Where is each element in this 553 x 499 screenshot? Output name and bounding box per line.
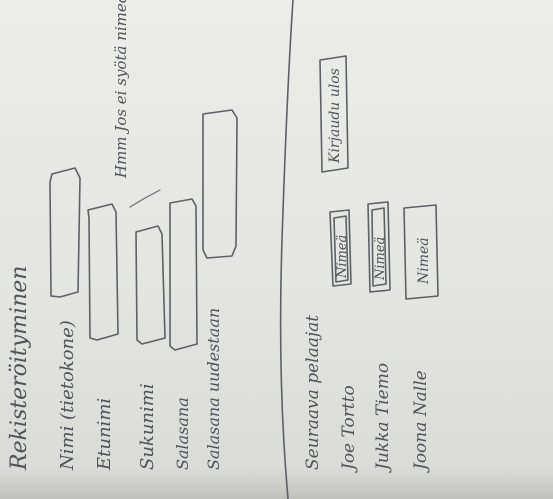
name-button[interactable] (367, 201, 391, 293)
password-again-input[interactable] (202, 109, 238, 259)
name-button-label: Nimeä (416, 237, 432, 285)
friend-name: Joona Nalle (411, 370, 431, 473)
name-button-inner (371, 207, 387, 287)
field-label-firstname: Etunimi (94, 398, 115, 471)
side-note: Hmm Jos ei syötä nimeä, virhe! (112, 0, 130, 179)
registration-heading: Rekisteröityminen (7, 266, 32, 471)
logout-button-label: Kirjaudu ulos (327, 68, 343, 164)
name-button[interactable] (403, 204, 439, 300)
list-item: Joona Nalle Nimeä (403, 204, 439, 473)
friends-title: Seuraava pelaajat (303, 315, 323, 470)
side-note-arrow (129, 189, 161, 208)
table-shadow (0, 468, 553, 499)
name-button-label: Nimeä (335, 235, 350, 279)
lastname-input[interactable] (135, 225, 166, 345)
section-divider (279, 0, 294, 499)
list-item: Jukka Tiemo Nimeä (367, 201, 393, 473)
logout-button[interactable]: Kirjaudu ulos (319, 55, 349, 173)
friend-name: Jukka Tiemo (373, 363, 393, 473)
field-label-lastname: Sukunimi (137, 383, 158, 470)
firstname-input[interactable] (87, 203, 119, 341)
password-input[interactable] (169, 198, 198, 351)
friend-name: Joe Tortto (339, 385, 359, 473)
logout-button-border (319, 55, 349, 173)
friends-list: Joe Tortto Nimeä Jukka Tiemo Nimeä Joona… (329, 201, 439, 473)
field-label-password-again: Salasana uudestaan (204, 308, 223, 470)
field-label-name: Nimi (tietokone) (57, 320, 78, 471)
name-button[interactable] (329, 209, 352, 287)
field-labels: Nimi (tietokone) Etunimi Sukunimi Salasa… (57, 308, 223, 471)
list-item: Joe Tortto Nimeä (329, 209, 359, 473)
name-button-inner (333, 215, 349, 283)
name-button-label: Nimeä (373, 237, 388, 281)
field-label-password: Salasana (173, 397, 192, 470)
input-boxes (49, 109, 238, 351)
name-input[interactable] (49, 167, 81, 298)
